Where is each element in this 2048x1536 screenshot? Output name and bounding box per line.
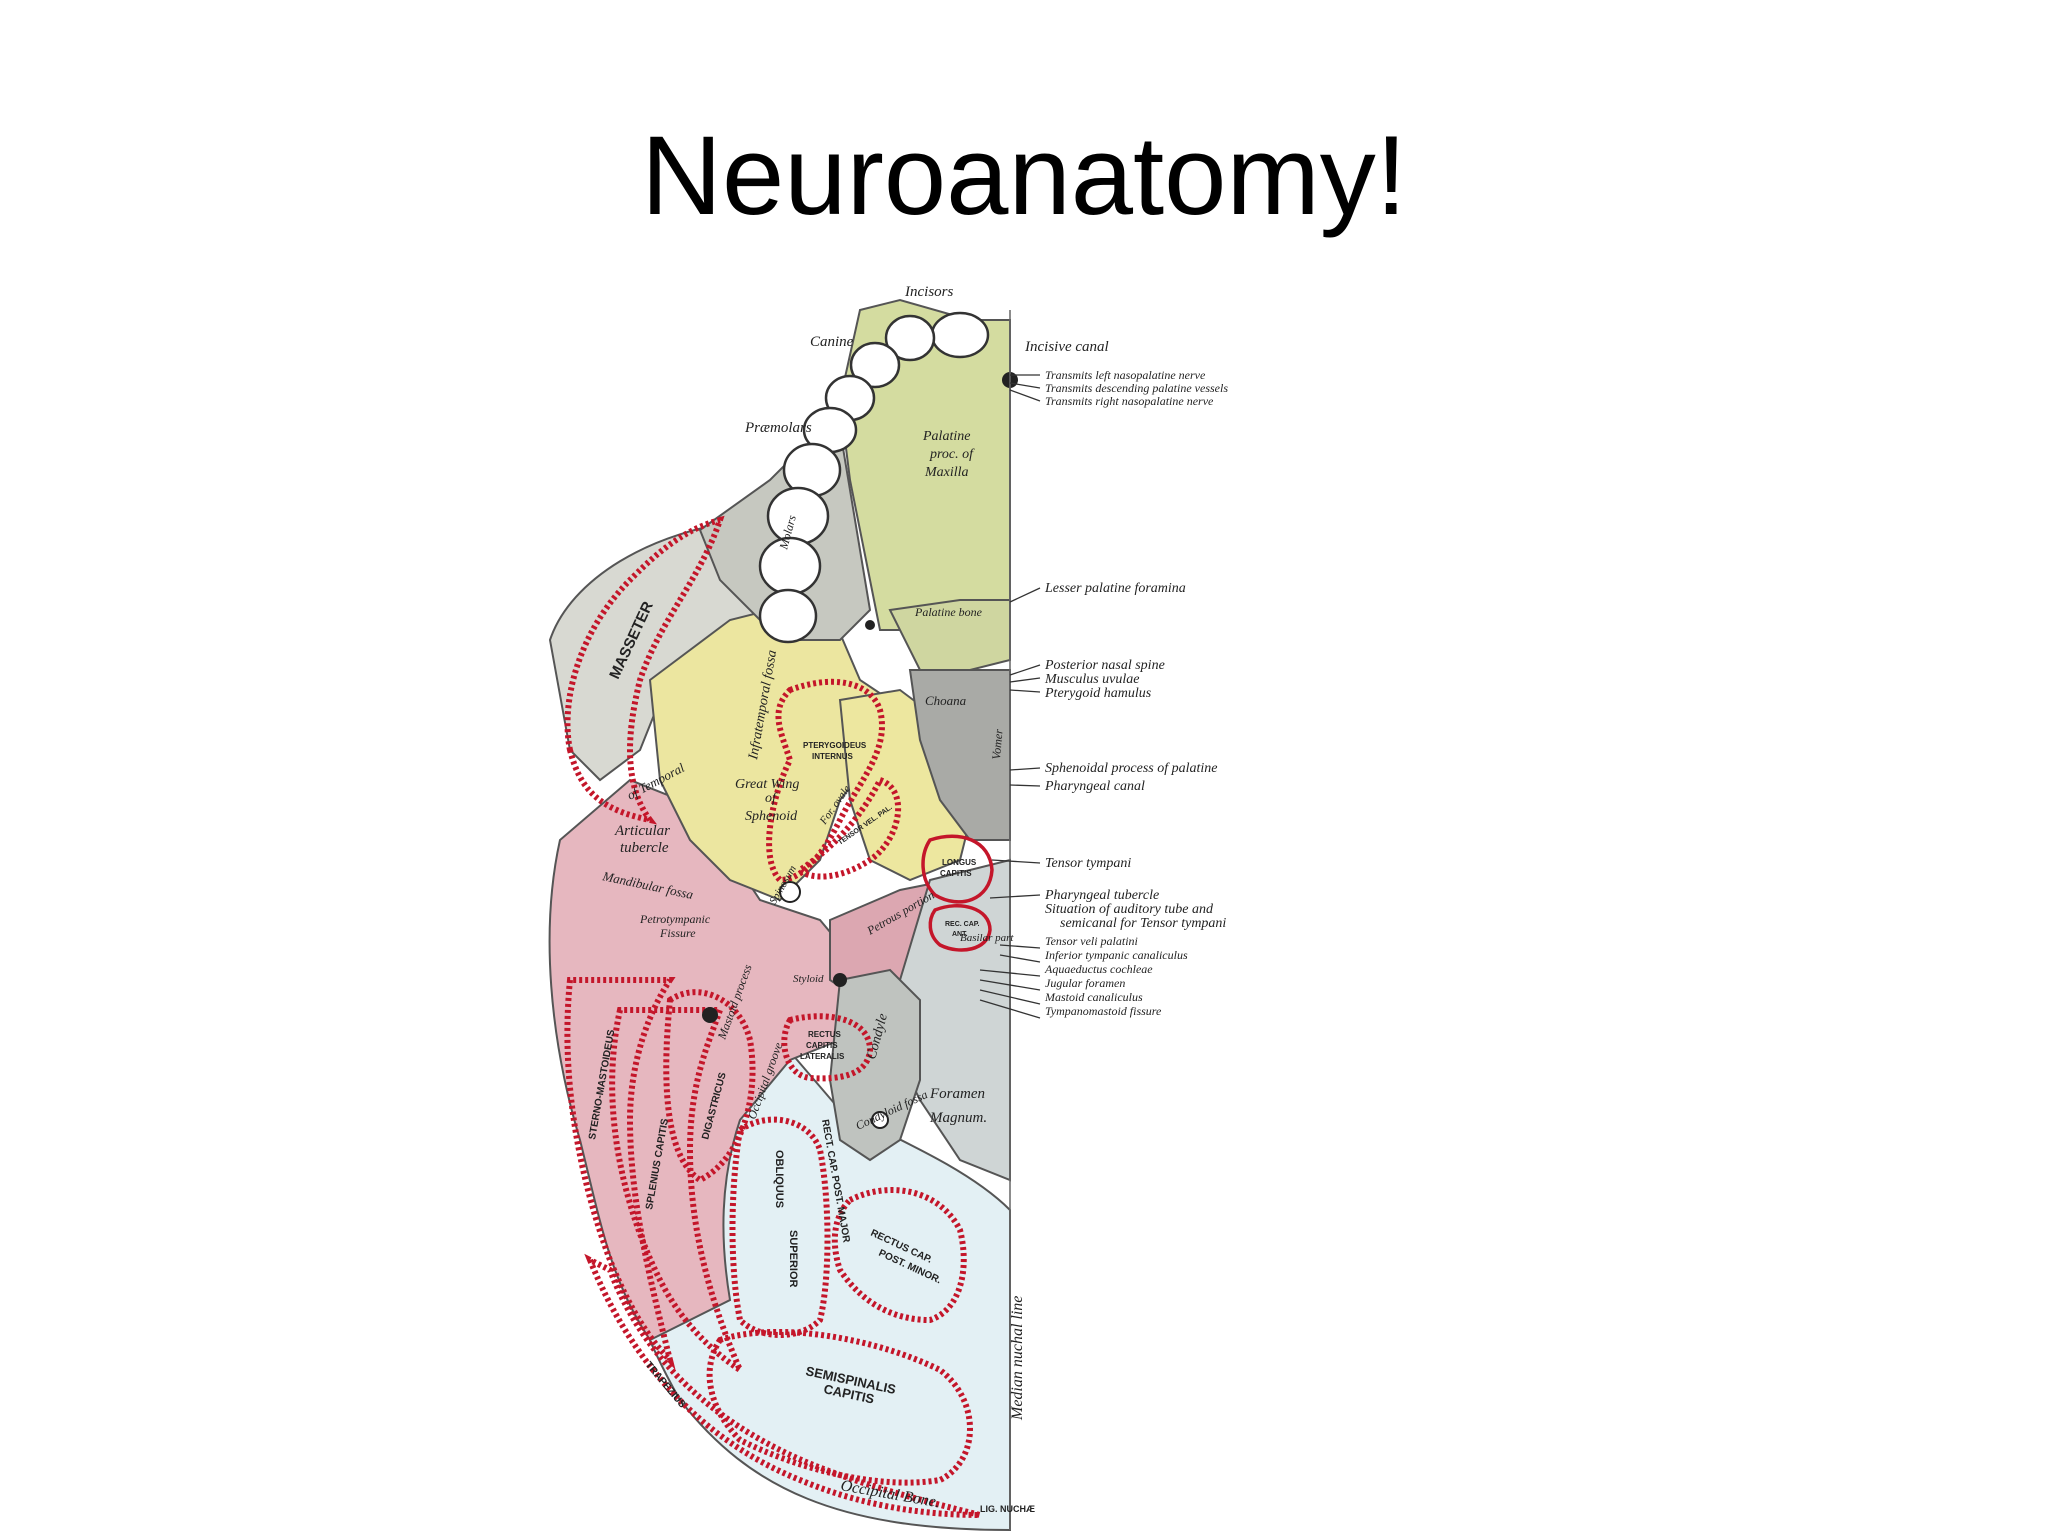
longus-capitis-outline — [921, 834, 994, 904]
digastricus-outline — [663, 989, 756, 1184]
label-petrotympanic-2: Fissure — [659, 926, 696, 940]
muscle-rectus-lateralis-3: LATERALIS — [800, 1052, 845, 1061]
label-lig-nuchae: LIG. NUCHÆ — [980, 1504, 1035, 1514]
label-pharyngeal-tubercle: Pharyngeal tubercle — [1044, 888, 1159, 903]
label-descending-palatine: Transmits descending palatine vessels — [1045, 381, 1228, 395]
label-tensor-veli-palatini: Tensor veli palatini — [1045, 934, 1138, 948]
label-great-wing-of: of — [765, 791, 778, 806]
semispinalis-outline — [706, 1329, 973, 1486]
occipital-condyle — [828, 968, 921, 1162]
label-foramen-magnum-1: Foramen — [929, 1086, 985, 1102]
label-praemolars: Præmolars — [744, 420, 812, 436]
rec-cap-ant-outline — [928, 904, 992, 952]
sternomastoid-outline — [564, 977, 676, 1370]
slide-title: Neuroanatomy! — [641, 113, 1407, 238]
label-inferior-tympanic: Inferior tympanic canaliculus — [1044, 948, 1188, 962]
label-articular-tubercle-2: tubercle — [620, 840, 669, 856]
label-vomer: Vomer — [989, 728, 1006, 760]
muscle-longus-capitis-1: LONGUS — [942, 858, 977, 867]
label-sphenoidal-process: Sphenoidal process of palatine — [1045, 761, 1218, 776]
label-great-wing-sphenoid: Sphenoid — [745, 809, 798, 824]
label-median-nuchal-line: Median nuchal line — [1009, 1296, 1026, 1421]
obliquus-superior-outline — [729, 1116, 831, 1338]
label-articular-tubercle-1: Articular — [614, 823, 670, 839]
label-basilar-part: Basilar part — [960, 932, 1014, 944]
label-canine: Canine — [810, 334, 854, 350]
muscle-longus-capitis-2: CAPITIS — [940, 869, 972, 878]
skull-base-illustration: Incisors Canine Incisive canal Præmolars… — [540, 280, 1520, 1536]
label-palatine-bone: Palatine bone — [914, 605, 983, 619]
label-choana: Choana — [925, 693, 967, 708]
label-tympanomastoid: Tympanomastoid fissure — [1045, 1004, 1162, 1018]
label-left-nasopalatine: Transmits left nasopalatine nerve — [1045, 368, 1206, 382]
label-styloid: Styloid — [793, 973, 824, 985]
muscle-obliquus-1: OBLIQUUS — [773, 1150, 785, 1208]
label-palatine-proc: Palatine — [922, 429, 970, 444]
label-palatine-proc-3: Maxilla — [924, 465, 969, 480]
label-aquaeductus: Aquaeductus cochleae — [1044, 962, 1153, 976]
trapezius-outline — [584, 1253, 981, 1518]
muscle-rec-cap-ant-2: ANT. — [952, 931, 968, 938]
muscle-pterygoideus-1: PTERYGOIDEUS — [803, 741, 867, 750]
rectus-capitis-lateralis-outline — [781, 1013, 874, 1082]
leader-lines — [979, 374, 1041, 1019]
rectus-cap-post-minor-outline — [831, 1187, 967, 1324]
label-tensor-tympani: Tensor tympani — [1045, 856, 1131, 871]
label-pharyngeal-canal: Pharyngeal canal — [1044, 779, 1145, 794]
tensor-vel-pal-outline — [795, 776, 901, 880]
label-great-wing: Great Wing — [735, 777, 799, 792]
label-petrotympanic-1: Petrotympanic — [639, 912, 711, 926]
label-auditory-tube-2: semicanal for Tensor tympani — [1060, 916, 1226, 931]
label-incisive-canal: Incisive canal — [1024, 339, 1109, 355]
label-mastoid-canaliculus: Mastoid canaliculus — [1044, 990, 1143, 1004]
label-incisors: Incisors — [904, 284, 953, 300]
label-pterygoid-hamulus: Pterygoid hamulus — [1044, 686, 1152, 701]
label-jugular-foramen: Jugular foramen — [1045, 976, 1125, 990]
label-lesser-palatine-foramina: Lesser palatine foramina — [1044, 581, 1186, 596]
muscle-rectus-lateralis-2: CAPITIS — [806, 1041, 838, 1050]
masseter-outline — [564, 515, 725, 825]
muscle-pterygoideus-2: INTERNUS — [812, 752, 854, 761]
teeth-row — [758, 311, 990, 644]
label-right-nasopalatine: Transmits right nasopalatine nerve — [1045, 394, 1214, 408]
label-palatine-proc-2: proc. of — [929, 447, 975, 462]
label-posterior-nasal-spine: Posterior nasal spine — [1044, 658, 1165, 673]
label-musculus-uvulae: Musculus uvulae — [1044, 672, 1139, 687]
label-auditory-tube-1: Situation of auditory tube and — [1045, 902, 1214, 917]
skull-base-drawing: Incisors Canine Incisive canal Præmolars… — [548, 284, 1228, 1532]
muscle-rectus-lateralis-1: RECTUS — [808, 1030, 842, 1039]
muscle-obliquus-2: SUPERIOR — [787, 1230, 799, 1288]
label-foramen-magnum-2: Magnum. — [929, 1110, 987, 1126]
muscle-rec-cap-ant-1: REC. CAP. — [945, 921, 980, 928]
